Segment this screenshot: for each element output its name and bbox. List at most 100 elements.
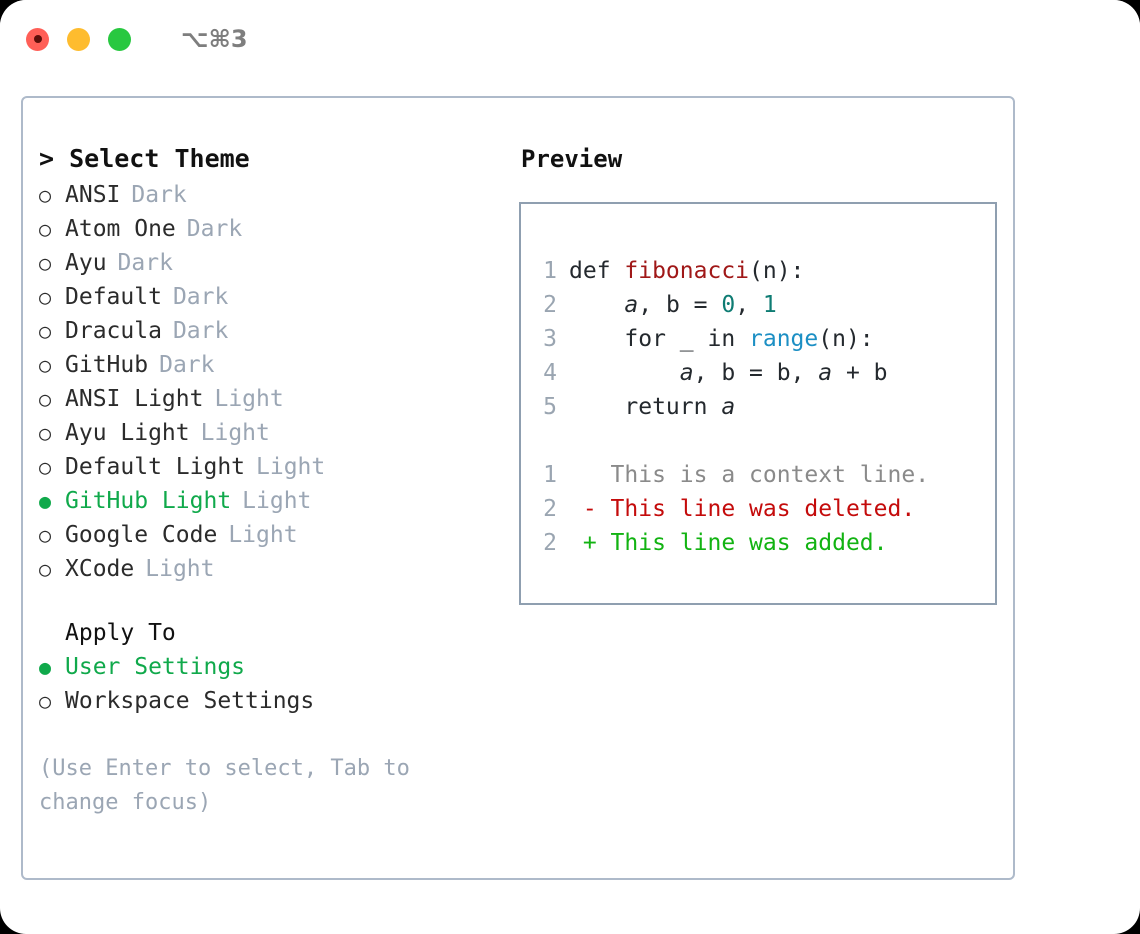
theme-variant-tag: Light bbox=[145, 556, 215, 582]
code-token-plain: , b = b, bbox=[693, 360, 819, 386]
theme-variant-tag: Dark bbox=[159, 352, 215, 378]
code-line: 3 for _ in range(n): bbox=[539, 322, 995, 356]
code-token-plain: = bbox=[679, 292, 722, 318]
hint-spacer bbox=[39, 718, 501, 752]
minimize-window-button[interactable] bbox=[67, 27, 90, 51]
code-token-var: a bbox=[679, 360, 694, 386]
code-token-num: 1 bbox=[762, 292, 777, 318]
code-token-plain: def bbox=[569, 258, 625, 284]
apply-to-option-user-settings[interactable]: ● User Settings bbox=[39, 650, 501, 684]
list-spacer bbox=[39, 586, 501, 616]
code-token-fn: fibonacci bbox=[624, 258, 750, 284]
radio-unselected-icon: ○ bbox=[39, 689, 52, 713]
theme-option-label: ANSI bbox=[65, 182, 121, 208]
theme-option-label: Default bbox=[65, 284, 162, 310]
code-line-content: return a bbox=[569, 390, 735, 424]
theme-option-ayu[interactable]: ○ Ayu Dark bbox=[39, 246, 501, 280]
maximize-window-button[interactable] bbox=[108, 27, 131, 51]
code-token-plain: for _ in bbox=[569, 326, 750, 352]
diff-line-content: This line was added. bbox=[596, 530, 888, 556]
theme-variant-tag: Dark bbox=[172, 318, 229, 344]
theme-option-label: Ayu Light bbox=[65, 420, 190, 446]
diff-line-deleted: 2 - This line was deleted. bbox=[539, 492, 995, 526]
apply-to-list[interactable]: ● User Settings ○ Workspace Settings bbox=[39, 650, 501, 718]
code-token-plain: (n): bbox=[749, 258, 805, 284]
diff-sample: 1 This is a context line.2 - This line w… bbox=[539, 458, 995, 560]
window-controls bbox=[26, 27, 131, 51]
code-line: 2 a, b = 0, 1 bbox=[539, 288, 995, 322]
theme-variant-tag: Dark bbox=[117, 250, 173, 276]
theme-option-label: GitHub bbox=[65, 352, 149, 378]
theme-option-label: XCode bbox=[65, 556, 135, 582]
radio-selected-icon: ● bbox=[39, 655, 52, 679]
theme-option-label: Default Light bbox=[65, 454, 246, 480]
diff-marker: - bbox=[569, 496, 597, 522]
theme-option-label: Google Code bbox=[65, 522, 218, 548]
theme-variant-tag: Dark bbox=[131, 182, 187, 208]
line-number: 1 bbox=[543, 258, 557, 284]
radio-unselected-icon: ○ bbox=[39, 285, 52, 309]
keyboard-shortcut-label: ⌥⌘3 bbox=[181, 25, 248, 53]
theme-option-label: ANSI Light bbox=[65, 386, 204, 412]
radio-unselected-icon: ○ bbox=[39, 387, 52, 411]
radio-unselected-icon: ○ bbox=[39, 217, 52, 241]
code-token-plain: b bbox=[665, 292, 680, 318]
code-token-plain: , bbox=[735, 292, 763, 318]
code-token-plain bbox=[569, 360, 680, 386]
apply-to-option-label: User Settings bbox=[65, 654, 246, 680]
radio-unselected-icon: ○ bbox=[39, 251, 52, 275]
code-token-plain: , bbox=[638, 292, 666, 318]
code-token-plain bbox=[569, 292, 624, 318]
theme-option-google-code[interactable]: ○ Google Code Light bbox=[39, 518, 501, 552]
theme-option-label: Dracula bbox=[65, 318, 162, 344]
code-line-content: a, b = 0, 1 bbox=[569, 288, 777, 322]
diff-marker: + bbox=[569, 530, 597, 556]
select-theme-heading: > Select Theme bbox=[39, 144, 250, 173]
radio-selected-icon: ● bbox=[39, 489, 52, 513]
code-token-var: a bbox=[818, 360, 833, 386]
code-diff-separator bbox=[539, 424, 995, 458]
line-number: 4 bbox=[543, 360, 557, 386]
apply-to-option-label: Workspace Settings bbox=[65, 688, 315, 714]
diff-line-content: This is a context line. bbox=[596, 462, 930, 488]
diff-line-context: 1 This is a context line. bbox=[539, 458, 995, 492]
line-number: 1 bbox=[543, 462, 557, 488]
code-token-plain: return bbox=[569, 394, 722, 420]
radio-unselected-icon: ○ bbox=[39, 557, 52, 581]
diff-line-added: 2 + This line was added. bbox=[539, 526, 995, 560]
preview-heading: Preview bbox=[521, 145, 623, 173]
theme-option-label: Atom One bbox=[65, 216, 176, 242]
theme-option-github[interactable]: ○ GitHub Dark bbox=[39, 348, 501, 382]
theme-variant-tag: Light bbox=[256, 454, 326, 480]
code-line-content: for _ in range(n): bbox=[569, 322, 874, 356]
code-token-call: range bbox=[749, 326, 819, 352]
theme-variant-tag: Light bbox=[228, 522, 298, 548]
apply-to-option-workspace-settings[interactable]: ○ Workspace Settings bbox=[39, 684, 501, 718]
radio-unselected-icon: ○ bbox=[39, 353, 52, 377]
close-window-button[interactable] bbox=[26, 27, 49, 51]
theme-option-label: Ayu bbox=[65, 250, 107, 276]
radio-unselected-icon: ○ bbox=[39, 523, 52, 547]
code-line-content: def fibonacci(n): bbox=[569, 254, 804, 288]
theme-option-xcode[interactable]: ○ XCode Light bbox=[39, 552, 501, 586]
line-number: 2 bbox=[543, 530, 557, 556]
code-token-plain: (n): bbox=[818, 326, 874, 352]
code-token-var: a bbox=[721, 394, 736, 420]
radio-unselected-icon: ○ bbox=[39, 421, 52, 445]
diff-marker bbox=[569, 458, 597, 492]
